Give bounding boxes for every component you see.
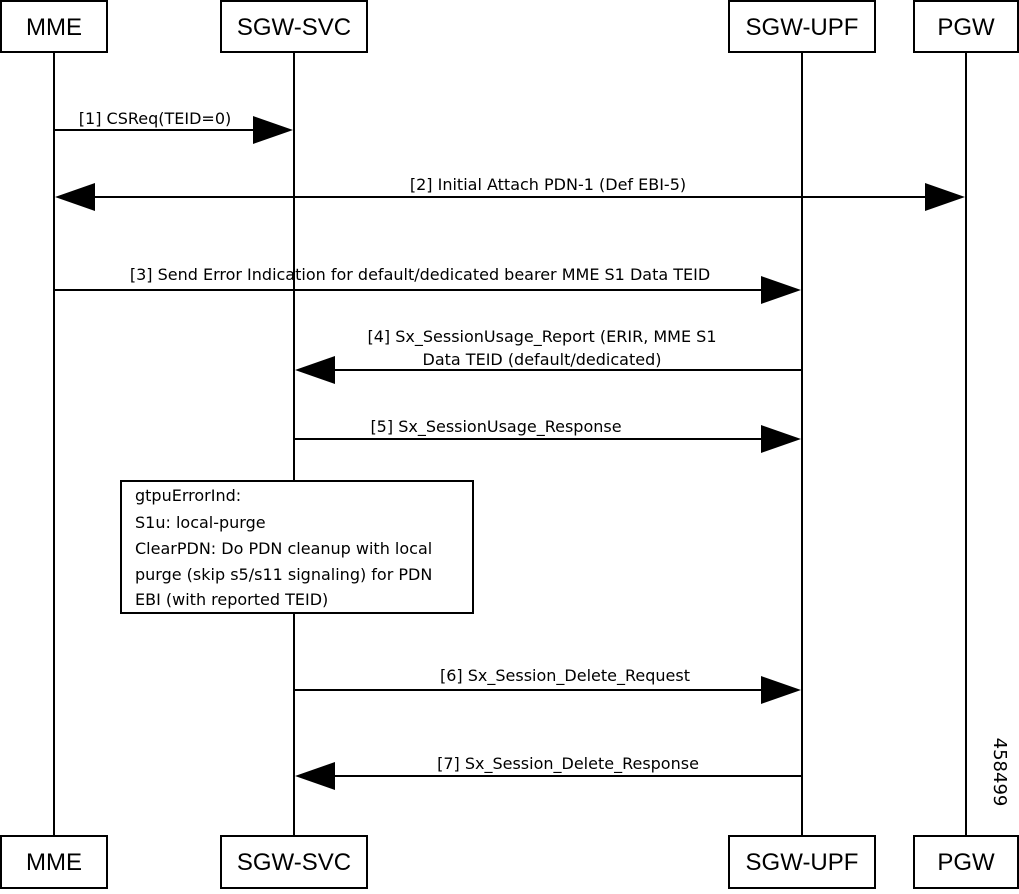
actor-sgw-upf-top: SGW-UPF bbox=[728, 0, 876, 53]
actor-label: PGW bbox=[937, 14, 995, 41]
arrow-head-left-icon bbox=[295, 762, 335, 790]
actor-label: MME bbox=[26, 14, 82, 41]
actor-label: PGW bbox=[937, 849, 995, 876]
message-5-session-usage-response: [5] Sx_SessionUsage_Response bbox=[294, 417, 801, 453]
note-line: EBI (with reported TEID) bbox=[135, 590, 328, 609]
message-4-session-usage-report: [4] Sx_SessionUsage_Report (ERIR, MME S1… bbox=[295, 327, 802, 384]
actor-sgw-svc-top: SGW-SVC bbox=[220, 0, 368, 53]
arrow-head-right-icon bbox=[253, 116, 293, 144]
actor-label: MME bbox=[26, 849, 82, 876]
note-line: purge (skip s5/s11 signaling) for PDN bbox=[135, 565, 432, 584]
actor-label: SGW-SVC bbox=[237, 849, 351, 876]
message-6-session-delete-request: [6] Sx_Session_Delete_Request bbox=[294, 666, 801, 704]
arrow-head-left-icon bbox=[295, 356, 335, 384]
message-label: [5] Sx_SessionUsage_Response bbox=[370, 417, 621, 437]
message-label: [1] CSReq(TEID=0) bbox=[79, 109, 231, 128]
note-line: ClearPDN: Do PDN cleanup with local bbox=[135, 539, 432, 558]
message-label: [2] Initial Attach PDN-1 (Def EBI-5) bbox=[410, 175, 686, 194]
actor-label: SGW-SVC bbox=[237, 14, 351, 41]
actor-pgw-top: PGW bbox=[913, 0, 1019, 53]
actor-label: SGW-UPF bbox=[746, 849, 859, 876]
actor-mme-top: MME bbox=[0, 0, 108, 53]
actor-label: SGW-UPF bbox=[746, 14, 859, 41]
actor-mme-bottom: MME bbox=[0, 835, 108, 889]
actor-pgw-bottom: PGW bbox=[913, 835, 1019, 889]
note-gtpu-error-ind: gtpuErrorInd: S1u: local-purge ClearPDN:… bbox=[120, 480, 474, 614]
message-label: [3] Send Error Indication for default/de… bbox=[130, 265, 710, 284]
message-label-line-1: [4] Sx_SessionUsage_Report (ERIR, MME S1 bbox=[367, 327, 716, 347]
arrow-head-right-icon bbox=[761, 676, 801, 704]
message-label: [6] Sx_Session_Delete_Request bbox=[440, 666, 690, 686]
note-line: S1u: local-purge bbox=[135, 513, 266, 532]
message-1-csreq: [1] CSReq(TEID=0) bbox=[54, 109, 293, 144]
message-label-line-2: Data TEID (default/dedicated) bbox=[423, 350, 662, 369]
arrow-head-left-icon bbox=[55, 183, 95, 211]
message-2-initial-attach: [2] Initial Attach PDN-1 (Def EBI-5) bbox=[55, 175, 965, 211]
note-line: gtpuErrorInd: bbox=[135, 486, 241, 505]
actor-sgw-svc-bottom: SGW-SVC bbox=[220, 835, 368, 889]
arrow-head-right-icon bbox=[761, 276, 801, 304]
arrow-head-right-icon bbox=[925, 183, 965, 211]
message-label: [7] Sx_Session_Delete_Response bbox=[437, 754, 699, 774]
message-7-session-delete-response: [7] Sx_Session_Delete_Response bbox=[295, 754, 802, 790]
figure-id: 458499 bbox=[989, 738, 1010, 807]
actor-sgw-upf-bottom: SGW-UPF bbox=[728, 835, 876, 889]
arrow-head-right-icon bbox=[761, 425, 801, 453]
message-3-error-indication: [3] Send Error Indication for default/de… bbox=[54, 265, 801, 304]
